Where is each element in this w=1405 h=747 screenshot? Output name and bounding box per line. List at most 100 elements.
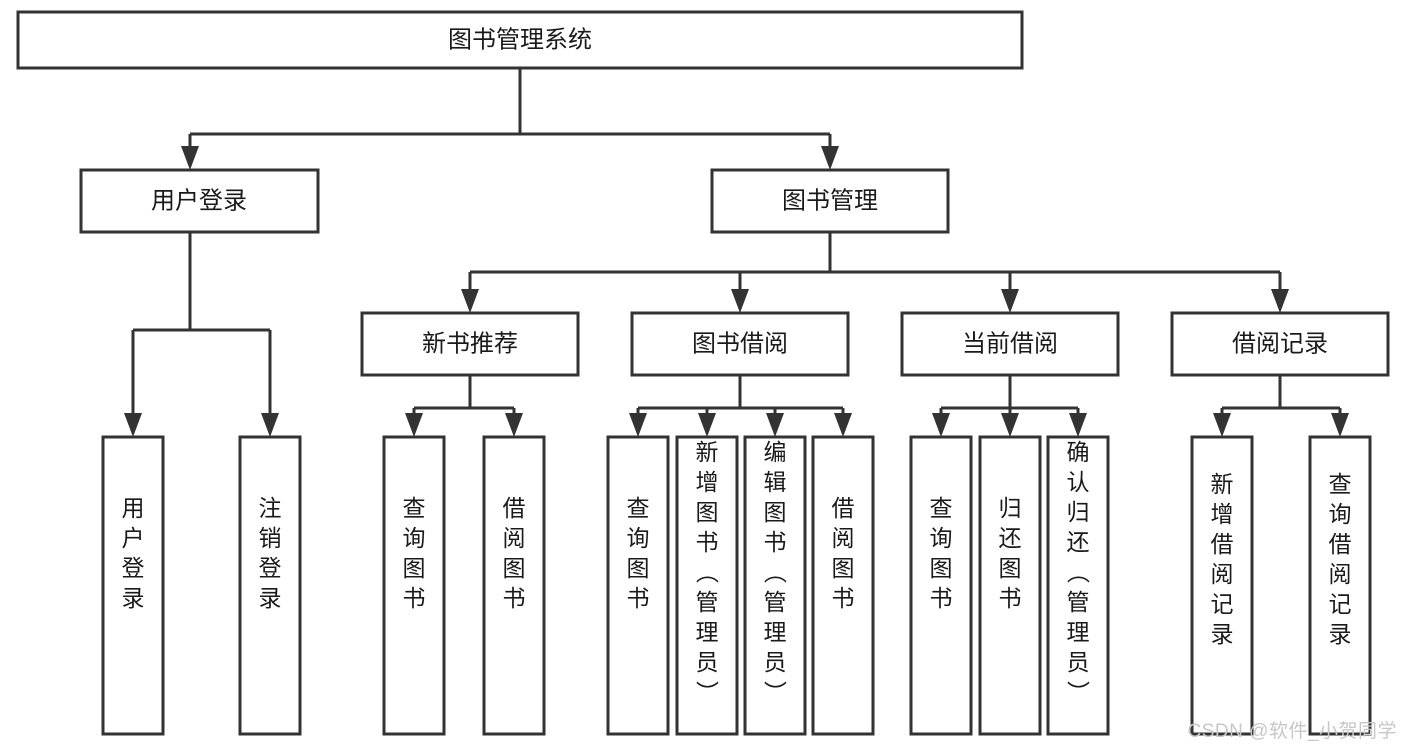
svg-text:借: 借	[1329, 531, 1352, 557]
arrow-head-new-book-recommend	[461, 289, 479, 313]
svg-text:）: ）	[762, 681, 788, 704]
arrow-head-leaf-user-login	[124, 413, 142, 437]
leaf-node-user-login-box[interactable]	[101, 435, 165, 736]
leaf-node-query-book-3-box[interactable]	[909, 435, 973, 736]
node-book-management-box[interactable]	[710, 168, 950, 234]
svg-text:查: 查	[1329, 471, 1352, 497]
leaf-node-add-book-box[interactable]	[675, 435, 739, 736]
leaf-node-add-record-box[interactable]	[1190, 435, 1254, 736]
svg-text:（: （	[1065, 561, 1091, 584]
svg-text:图: 图	[930, 555, 953, 581]
node-book-management[interactable]: 图书管理	[710, 168, 950, 234]
node-new-book-recommend[interactable]: 新书推荐	[360, 311, 580, 377]
node-current-borrow[interactable]: 当前借阅	[900, 311, 1120, 377]
connectors-currentborrow-to-leaves	[932, 375, 1087, 437]
leaf-node-return-book-box[interactable]	[978, 435, 1042, 736]
connectors-borrowrecord-to-leaves	[1213, 375, 1349, 437]
node-borrow-record[interactable]: 借阅记录	[1170, 311, 1390, 377]
node-book-borrow-box[interactable]	[630, 311, 850, 377]
svg-text:询: 询	[1329, 501, 1352, 527]
svg-text:询: 询	[627, 525, 650, 551]
svg-text:新: 新	[1211, 471, 1234, 497]
svg-text:书: 书	[503, 585, 526, 611]
connectors-root-to-level2	[181, 68, 839, 170]
node-root[interactable]: 图书管理系统	[16, 10, 1024, 70]
node-root-box[interactable]	[16, 10, 1024, 70]
svg-text:录: 录	[259, 585, 282, 611]
leaf-node-query-book-2-box[interactable]	[606, 435, 670, 736]
svg-text:员: 员	[764, 649, 787, 675]
connectors-newbook-to-leaves	[405, 375, 523, 437]
node-book-borrow[interactable]: 图书借阅	[630, 311, 850, 377]
node-current-borrow-box[interactable]	[900, 311, 1120, 377]
leaf-node-user-login[interactable]: 用户登录	[101, 435, 165, 736]
svg-text:阅: 阅	[1211, 561, 1234, 587]
leaf-node-logout-login-box[interactable]	[238, 435, 302, 736]
node-user-login[interactable]: 用户登录	[79, 168, 320, 234]
svg-text:用: 用	[122, 495, 145, 521]
svg-text:书: 书	[930, 585, 953, 611]
arrow-head-leaf-confirm-return	[1069, 413, 1087, 437]
svg-text:管: 管	[696, 589, 719, 615]
svg-text:理: 理	[764, 619, 787, 645]
leaf-node-borrow-book-2-box[interactable]	[811, 435, 875, 736]
node-current-borrow-label: 当前借阅	[962, 330, 1058, 357]
svg-text:新: 新	[696, 439, 719, 465]
node-borrow-record-box[interactable]	[1170, 311, 1390, 377]
svg-text:认: 认	[1067, 469, 1090, 495]
svg-text:查: 查	[627, 495, 650, 521]
arrow-head-leaf-return-book	[1001, 413, 1019, 437]
leaf-node-query-record-box[interactable]	[1308, 435, 1372, 736]
svg-text:员: 员	[696, 649, 719, 675]
svg-text:户: 户	[122, 525, 145, 551]
svg-text:辑: 辑	[764, 469, 787, 495]
svg-text:借: 借	[1211, 531, 1234, 557]
svg-text:确: 确	[1067, 439, 1090, 465]
arrow-head-leaf-add-record	[1213, 413, 1231, 437]
node-new-book-recommend-label: 新书推荐	[422, 330, 518, 357]
leaf-node-borrow-book-1-box[interactable]	[482, 435, 546, 736]
svg-text:图: 图	[764, 499, 787, 525]
arrow-head-book-management	[821, 146, 839, 170]
node-book-borrow-label: 图书借阅	[692, 330, 788, 357]
svg-text:归: 归	[1067, 499, 1090, 525]
svg-text:归: 归	[999, 495, 1022, 521]
arrow-head-leaf-borrow-book-2	[834, 413, 852, 437]
svg-text:增: 增	[696, 469, 719, 495]
node-user-login-box[interactable]	[79, 168, 320, 234]
leaf-node-query-book-1-box[interactable]	[382, 435, 446, 736]
leaf-node-confirm-return-box[interactable]	[1046, 435, 1110, 736]
node-new-book-recommend-box[interactable]	[360, 311, 580, 377]
svg-text:增: 增	[1211, 501, 1234, 527]
svg-text:图: 图	[403, 555, 426, 581]
svg-text:注: 注	[259, 495, 282, 521]
leaf-node-edit-book-box[interactable]	[743, 435, 807, 736]
svg-text:登: 登	[259, 555, 282, 581]
svg-text:书: 书	[403, 585, 426, 611]
svg-text:登: 登	[122, 555, 145, 581]
node-root-label: 图书管理系统	[448, 26, 592, 53]
svg-text:员: 员	[1067, 649, 1090, 675]
svg-text:书: 书	[764, 529, 787, 555]
